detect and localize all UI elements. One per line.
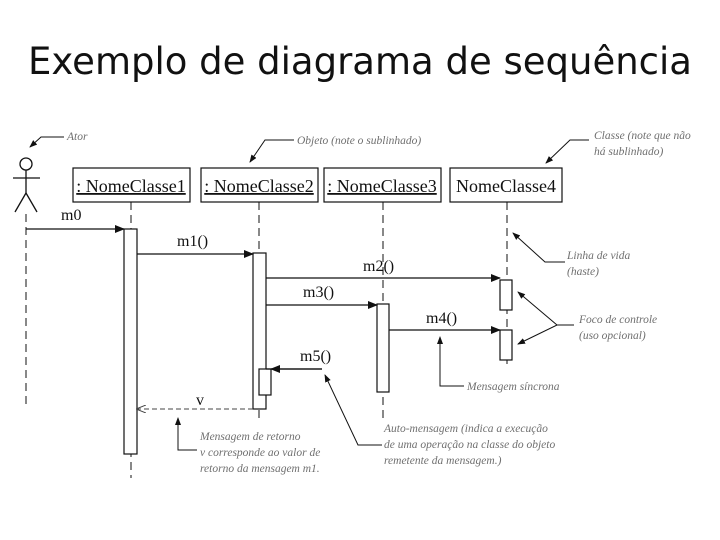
activation-bar-4b [499,329,513,361]
leader-retorno [175,417,197,451]
leader-auto [324,374,382,446]
class-box-4: NomeClasse4 [449,167,563,203]
label-m5: m5() [300,348,331,365]
leader-mensagem-sincrona [437,336,464,387]
note-linha-vida-1: Linha de vida [566,250,630,262]
note-retorno-3: retorno da mensagem m1. [200,463,320,475]
object-box-2: : NomeClasse2 [200,167,319,203]
label-m1: m1() [177,233,208,250]
note-linha-vida-2: (haste) [567,266,599,278]
activation-bars [123,228,513,455]
annotation-leaders [29,136,589,451]
note-auto-1: Auto-mensagem (indica a execução [383,423,548,435]
note-classe-2: há sublinhado) [594,146,663,158]
leader-classe [545,139,589,164]
leader-objeto [249,139,294,163]
note-retorno-2: v corresponde ao valor de [200,447,320,459]
activation-bar-self [258,368,272,396]
leader-actor [29,136,64,148]
note-mensagem-sincrona: Mensagem síncrona [466,381,560,393]
object-label-1: : NomeClasse1 [76,176,186,196]
label-m3: m3() [303,284,334,301]
label-m4: m4() [426,310,457,327]
note-retorno-1: Mensagem de retorno [199,431,301,443]
note-foco-2: (uso opcional) [579,330,646,342]
leader-foco-2 [517,324,574,345]
note-objeto: Objeto (note o sublinhado) [297,135,421,147]
label-m2: m2() [363,258,394,275]
leader-linha-vida [512,232,565,263]
object-box-1: : NomeClasse1 [72,167,191,203]
message-arrows [26,225,501,373]
leader-foco-1 [517,291,574,326]
activation-bar-3 [376,303,390,393]
activation-bar-4a [499,279,513,311]
object-box-3: : NomeClasse3 [323,167,442,203]
object-label-3: : NomeClasse3 [327,176,437,196]
note-ator: Ator [66,131,88,143]
label-return-v: v [196,392,204,409]
label-m0: m0 [61,207,81,224]
slide-title: Exemplo de diagrama de sequência [28,40,692,83]
object-label-2: : NomeClasse2 [204,176,314,196]
note-foco-1: Foco de controle [578,314,657,326]
actor-figure [13,157,40,213]
note-auto-3: remetente da mensagem.) [384,455,502,467]
note-classe-1: Classe (note que não [594,130,691,142]
class-label-4: NomeClasse4 [456,176,556,196]
activation-bar-1 [123,228,138,455]
note-auto-2: de uma operação na classe do objeto [384,439,555,451]
